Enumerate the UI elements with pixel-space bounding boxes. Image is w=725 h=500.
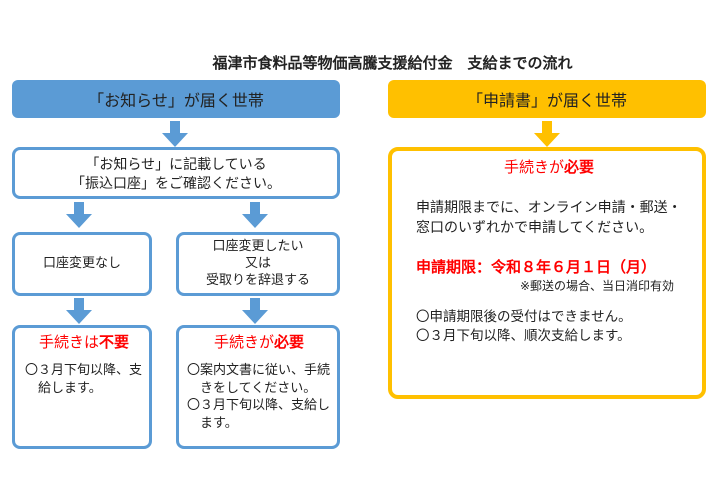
check-account-box: 「お知らせ」に記載している 「振込口座」をご確認ください。 bbox=[12, 147, 340, 199]
result-required-box: 手続きが必要 〇案内文書に従い、手続きをしてください。 〇３月下旬以降、支給しま… bbox=[176, 325, 340, 449]
arrow-down-icon bbox=[66, 202, 92, 228]
change-line-1: 口座変更したい bbox=[212, 239, 304, 254]
arrow-down-icon bbox=[66, 298, 92, 324]
instruction-text: 申請期限までに、オンライン申請・郵送・窓口のいずれかで申請してください。 bbox=[416, 200, 682, 237]
result-heading: 手続きが必要 bbox=[213, 333, 305, 351]
required-heading: 手続きが必要 bbox=[503, 158, 595, 176]
info-item: 〇３月下旬以降、順次支給します。 bbox=[416, 328, 631, 345]
info-item: 〇申請期限後の受付はできません。 bbox=[416, 309, 632, 326]
no-change-box: 口座変更なし bbox=[12, 232, 152, 296]
notice-household-header: 「お知らせ」が届く世帯 bbox=[12, 80, 340, 118]
check-line-1: 「お知らせ」に記載している bbox=[85, 157, 267, 173]
result-heading: 手続きは不要 bbox=[38, 333, 130, 351]
result-item: 〇３月下旬以降、支給します。 bbox=[25, 363, 143, 396]
postmark-note: ※郵送の場合、当日消印有効 bbox=[519, 278, 674, 293]
application-required-box: 手続きが必要 申請期限までに、オンライン申請・郵送・窓口のいずれかで申請してくだ… bbox=[388, 147, 706, 399]
page-title: 福津市食料品等物価高騰支援給付金 支給までの流れ bbox=[212, 54, 573, 72]
arrow-down-icon bbox=[242, 202, 268, 228]
arrow-down-icon bbox=[242, 298, 268, 324]
arrow-down-icon bbox=[534, 121, 560, 147]
no-change-label: 口座変更なし bbox=[42, 256, 121, 272]
result-not-required-box: 手続きは不要 〇３月下旬以降、支給します。 bbox=[12, 325, 152, 449]
change-line-2: 又は bbox=[244, 255, 271, 271]
result-item: 〇案内文書に従い、手続きをしてください。 bbox=[187, 363, 331, 396]
deadline-text: 申請期限：令和８年６月１日（月） bbox=[416, 257, 657, 276]
check-line-2: 「振込口座」をご確認ください。 bbox=[71, 175, 281, 192]
change-box: 口座変更したい 又は 受取りを辞退する bbox=[176, 232, 340, 296]
arrow-down-icon bbox=[162, 121, 188, 147]
result-item: 〇３月下旬以降、支給します。 bbox=[187, 398, 331, 431]
application-household-header: 「申請書」が届く世帯 bbox=[388, 80, 706, 118]
change-line-3: 受取りを辞退する bbox=[205, 272, 310, 288]
